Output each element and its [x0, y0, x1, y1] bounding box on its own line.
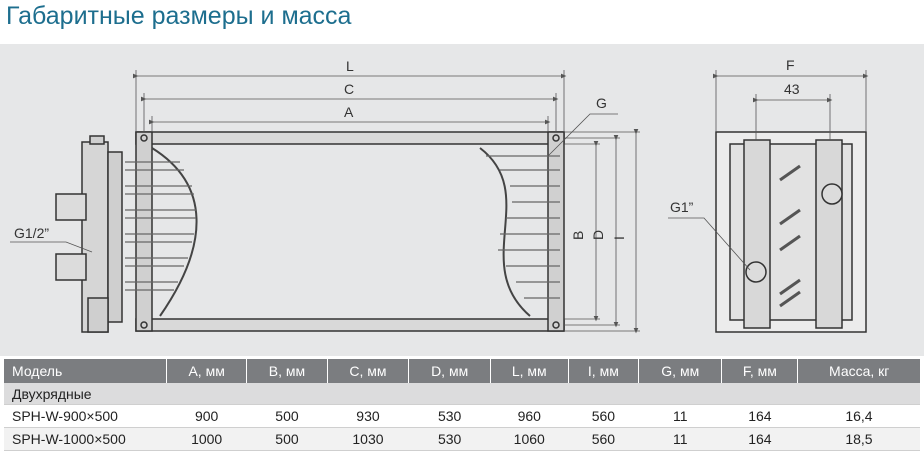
- cell: 900: [166, 404, 247, 428]
- cell: 500: [246, 427, 328, 451]
- col-a: A, мм: [166, 359, 248, 383]
- col-model: Модель: [4, 359, 167, 383]
- col-d: D, мм: [408, 359, 491, 383]
- col-b: B, мм: [246, 359, 328, 383]
- side-view: [715, 131, 867, 333]
- col-c: C, мм: [327, 359, 410, 383]
- cell: 1060: [490, 427, 569, 451]
- dim-I-label: I: [611, 236, 627, 240]
- cell-model: SPH-W-1000×500: [4, 427, 167, 451]
- cell: 11: [638, 427, 722, 451]
- group-label: Двухрядные: [4, 383, 920, 405]
- col-mass: Масса, кг: [797, 359, 920, 383]
- heater-drawing-svg: L C A G B D I G1/2”: [10, 57, 869, 334]
- col-l: L, мм: [490, 359, 569, 383]
- cell: 560: [568, 404, 639, 428]
- front-view: [55, 131, 565, 333]
- page-title: Габаритные размеры и масса: [6, 2, 352, 30]
- dimension-drawing: L C A G B D I G1/2”: [0, 44, 924, 356]
- specs-table: Модель A, мм B, мм C, мм D, мм L, мм I, …: [4, 359, 920, 451]
- cell: 530: [408, 404, 491, 428]
- table-header-row: Модель A, мм B, мм C, мм D, мм L, мм I, …: [4, 359, 920, 383]
- dim-G1-label: G1”: [670, 199, 694, 215]
- cell: 930: [327, 404, 409, 428]
- cell: 16,4: [797, 404, 920, 428]
- cell: 500: [246, 404, 328, 428]
- col-f: F, мм: [721, 359, 799, 383]
- dim-C-label: C: [344, 81, 354, 97]
- col-i: I, мм: [568, 359, 640, 383]
- col-g: G, мм: [638, 359, 723, 383]
- cell: 560: [568, 427, 639, 451]
- table-row: SPH-W-1000×500 1000 500 1030 530 1060 56…: [4, 427, 920, 451]
- dim-G1-2-label: G1/2”: [14, 225, 49, 241]
- cell: 164: [721, 427, 798, 451]
- cell-model: SPH-W-900×500: [4, 404, 167, 428]
- cell: 1030: [327, 427, 409, 451]
- dim-F-label: F: [786, 57, 795, 73]
- table-row: SPH-W-900×500 900 500 930 530 960 560 11…: [4, 404, 920, 428]
- cell: 1000: [166, 427, 247, 451]
- cell: 164: [721, 404, 798, 428]
- cell: 530: [408, 427, 491, 451]
- dim-D-label: D: [590, 230, 606, 240]
- dim-G-label: G: [596, 95, 607, 111]
- dim-43-label: 43: [784, 81, 800, 97]
- group-row: Двухрядные: [4, 383, 920, 405]
- dim-L-label: L: [346, 58, 354, 74]
- dim-B-label: B: [570, 231, 586, 240]
- cell: 11: [638, 404, 722, 428]
- dim-A-label: A: [344, 104, 354, 120]
- cell: 18,5: [797, 427, 920, 451]
- cell: 960: [490, 404, 569, 428]
